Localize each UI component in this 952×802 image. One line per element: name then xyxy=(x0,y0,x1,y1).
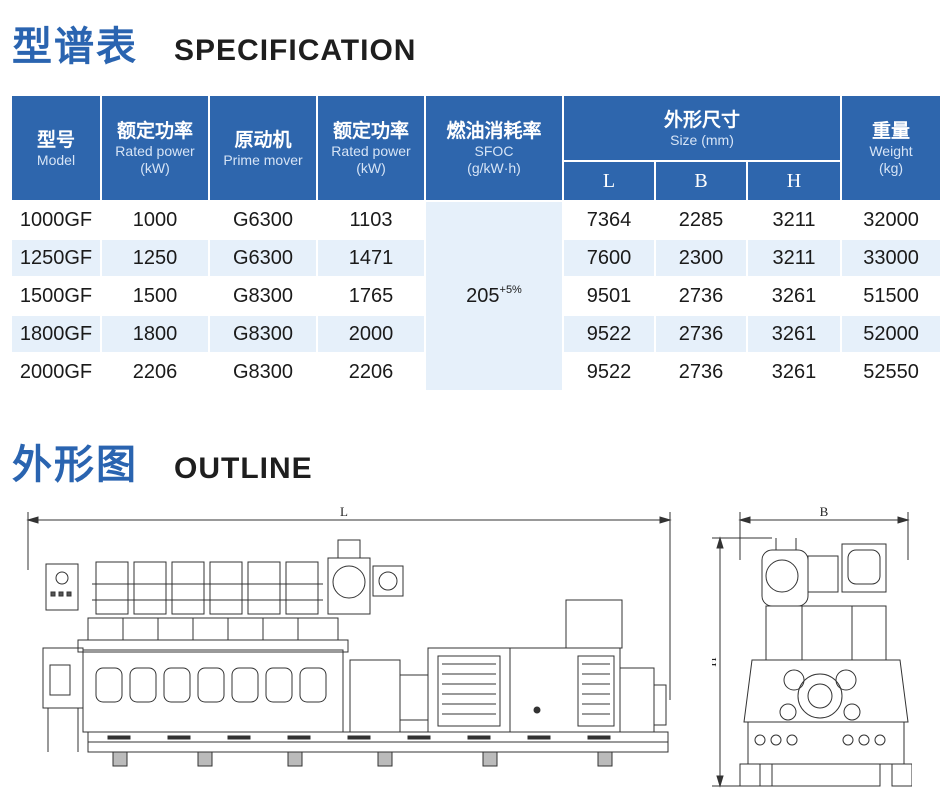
cell-rated-power: 1800 xyxy=(100,314,210,354)
header-length: L xyxy=(562,160,656,202)
cell-model: 1500GF xyxy=(10,276,102,316)
cell-prime-mover: G6300 xyxy=(208,200,318,240)
cell-length: 9522 xyxy=(562,314,656,354)
generator-side-view-drawing: L xyxy=(26,504,672,767)
cell-height: 3261 xyxy=(745,314,843,354)
header-weight: 重量 Weight (kg) xyxy=(840,94,943,202)
cell-length: 7364 xyxy=(562,200,656,240)
cell-rated-power: 1500 xyxy=(100,276,210,316)
generator-front-view-drawing: B H xyxy=(712,504,912,788)
cell-height: 3211 xyxy=(745,200,843,240)
table-row: 1800GF 1800 G8300 2000 9522 2736 3261 52… xyxy=(10,314,943,354)
cell-prime-mover: G6300 xyxy=(208,238,318,278)
cell-prime-mover: G8300 xyxy=(208,276,318,316)
header-engine-power: 额定功率 Rated power (kW) xyxy=(316,94,426,202)
dimension-label-length: L xyxy=(340,504,348,519)
cell-engine-power: 1765 xyxy=(316,276,426,316)
cell-prime-mover: G8300 xyxy=(208,352,318,392)
outline-title-en: OUTLINE xyxy=(174,452,313,485)
table-row: 1250GF 1250 G6300 1471 7600 2300 3211 33… xyxy=(10,238,943,278)
cell-width: 2736 xyxy=(654,314,748,354)
cell-weight: 52000 xyxy=(840,314,943,354)
cell-rated-power: 1250 xyxy=(100,238,210,278)
header-width: B xyxy=(654,160,748,202)
sfoc-tolerance: +5% xyxy=(499,284,522,296)
cell-sfoc: 205+5% xyxy=(424,200,564,392)
dimension-label-width: B xyxy=(820,504,829,519)
cell-height: 3261 xyxy=(745,276,843,316)
table-row: 1500GF 1500 G8300 1765 9501 2736 3261 51… xyxy=(10,276,943,316)
specification-title-cn: 型谱表 xyxy=(12,23,138,70)
cell-rated-power: 1000 xyxy=(100,200,210,240)
cell-model: 1250GF xyxy=(10,238,102,278)
cell-engine-power: 1103 xyxy=(316,200,426,240)
table-row: 2000GF 2206 G8300 2206 9522 2736 3261 52… xyxy=(10,352,943,392)
cell-length: 7600 xyxy=(562,238,656,278)
header-prime-mover: 原动机 Prime mover xyxy=(208,94,318,202)
header-height: H xyxy=(745,160,843,202)
cell-width: 2285 xyxy=(654,200,748,240)
cell-weight: 51500 xyxy=(840,276,943,316)
cell-width: 2736 xyxy=(654,276,748,316)
cell-model: 1000GF xyxy=(10,200,102,240)
dimension-label-height: H xyxy=(712,657,719,666)
cell-engine-power: 2000 xyxy=(316,314,426,354)
cell-prime-mover: G8300 xyxy=(208,314,318,354)
cell-rated-power: 2206 xyxy=(100,352,210,392)
cell-width: 2300 xyxy=(654,238,748,278)
cell-weight: 52550 xyxy=(840,352,943,392)
table-row: 1000GF 1000 G6300 1103 205+5% 7364 2285 … xyxy=(10,200,943,392)
cell-length: 9501 xyxy=(562,276,656,316)
cell-height: 3211 xyxy=(745,238,843,278)
header-model: 型号 Model xyxy=(10,94,102,202)
specification-title-en: SPECIFICATION xyxy=(174,34,417,67)
header-rated-power: 额定功率 Rated power (kW) xyxy=(100,94,210,202)
outline-heading: 外形图 OUTLINE xyxy=(12,432,313,490)
outline-title-cn: 外形图 xyxy=(12,441,138,488)
cell-engine-power: 2206 xyxy=(316,352,426,392)
sfoc-value: 205 xyxy=(466,285,500,307)
cell-length: 9522 xyxy=(562,352,656,392)
cell-engine-power: 1471 xyxy=(316,238,426,278)
cell-model: 2000GF xyxy=(10,352,102,392)
header-size: 外形尺寸 Size (mm) xyxy=(561,94,843,162)
header-sfoc: 燃油消耗率 SFOC (g/kW·h) xyxy=(424,94,564,202)
cell-model: 1800GF xyxy=(10,314,102,354)
cell-weight: 33000 xyxy=(840,238,943,278)
cell-width: 2736 xyxy=(654,352,748,392)
specification-table: 型号 Model 额定功率 Rated power (kW) 原动机 Prime… xyxy=(10,94,943,392)
cell-height: 3261 xyxy=(745,352,843,392)
specification-heading: 型谱表 SPECIFICATION xyxy=(12,14,416,72)
cell-weight: 32000 xyxy=(840,200,943,240)
